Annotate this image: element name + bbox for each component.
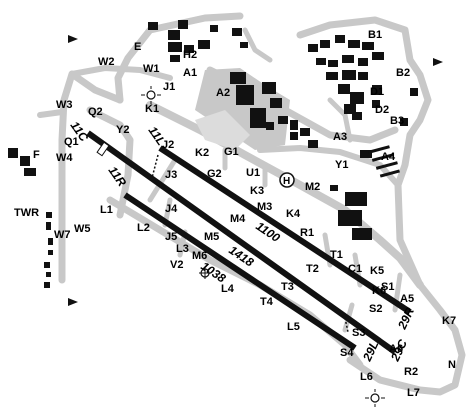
- taxiway-label: M4: [230, 213, 246, 225]
- apron-hatched-area: [195, 110, 250, 150]
- taxiway-label: T1: [330, 249, 343, 261]
- taxiway-label: A5: [400, 293, 414, 305]
- taxiway-label: A2: [216, 87, 230, 99]
- taxiway-label: L5: [287, 321, 300, 333]
- taxiway-label: K4: [286, 208, 301, 220]
- runway-11l-29r: [158, 145, 412, 315]
- taxiway-label: J1: [163, 81, 175, 93]
- taxiway-label: F: [33, 149, 40, 161]
- buildings: [8, 20, 418, 288]
- taxiway-label: L3: [176, 243, 189, 255]
- taxiway-label: L1: [100, 204, 113, 216]
- taxiway-label: W7: [54, 229, 71, 241]
- taxiway-label: A6: [389, 343, 403, 355]
- taxiway-label: B3: [390, 115, 404, 127]
- taxiway-label: D2: [375, 104, 389, 116]
- taxiway-label: S1: [381, 281, 394, 293]
- svg-text:H: H: [283, 176, 290, 187]
- taxiway-label: L4: [221, 283, 235, 295]
- taxiway-label: J2: [162, 139, 174, 151]
- taxiway-label: G1: [224, 146, 239, 158]
- taxiway-label: T4: [260, 296, 274, 308]
- taxiway-label: K7: [442, 315, 456, 327]
- flag-icon-northeast: [433, 58, 443, 66]
- taxiway-label: A3: [333, 131, 347, 143]
- taxiway-label: A1: [183, 67, 197, 79]
- taxiway-label: K6: [372, 285, 386, 297]
- taxiway-label: A4: [381, 151, 396, 163]
- taxiway-label: J3: [165, 169, 177, 181]
- helipad-icon: H: [279, 172, 295, 188]
- taxiway-label: K3: [250, 185, 264, 197]
- taxiway-label: H2: [183, 49, 197, 61]
- taxiway-label: R2: [404, 366, 418, 378]
- beacon-icon-south: [365, 389, 385, 407]
- taxiway-label: W5: [74, 223, 91, 235]
- tower-label: TWR: [14, 207, 39, 219]
- navaid-crosshair-icon: [199, 267, 211, 279]
- taxiway-label: M3: [257, 201, 272, 213]
- taxiway-label: W3: [56, 99, 73, 111]
- runway-11r-29l: [123, 192, 357, 351]
- taxiway-label: N: [448, 359, 456, 371]
- taxiway-label: S4: [340, 347, 354, 359]
- taxiway-label: T3: [281, 281, 294, 293]
- flag-icon-northwest: [68, 35, 78, 43]
- taxiway-label: Q1: [64, 136, 79, 148]
- runway-end-29r: 29R: [395, 305, 418, 332]
- taxiway-label: L2: [137, 222, 150, 234]
- beacon-icon-north: [141, 86, 161, 104]
- taxiway-label: V2: [170, 259, 183, 271]
- taxiway-label-x: Y1: [335, 159, 348, 171]
- taxiway-label: L6: [360, 371, 373, 383]
- taxiway-label: K5: [370, 265, 384, 277]
- taxiway-label: K2: [195, 147, 209, 159]
- taxiway-label: M5: [204, 231, 219, 243]
- taxiway-label: M6: [192, 250, 207, 262]
- taxiway-label: E: [134, 41, 141, 53]
- flag-icon-southwest: [68, 298, 78, 306]
- taxiway-label: S3: [352, 327, 365, 339]
- taxiway-label: J4: [165, 203, 178, 215]
- taxiway-label: R1: [300, 227, 314, 239]
- taxiway-label: B2: [396, 67, 410, 79]
- taxiway-label: C1: [348, 263, 362, 275]
- taxiway-label: K1: [145, 103, 159, 115]
- runways: [86, 130, 412, 355]
- taxiway-label: G2: [207, 168, 222, 180]
- taxiway-label: J5: [165, 231, 177, 243]
- taxiway-label: W4: [56, 152, 73, 164]
- taxiway-label: U1: [246, 167, 260, 179]
- taxiway-label: L7: [407, 387, 420, 399]
- taxiway-label: W2: [98, 56, 115, 68]
- taxiway-label: S2: [369, 303, 382, 315]
- taxiway-label: W1: [143, 63, 160, 75]
- taxiway-label: Q2: [88, 106, 103, 118]
- taxiway-label: M2: [305, 181, 320, 193]
- taxiway-label: Y2: [116, 124, 129, 136]
- taxiway-label: T2: [306, 263, 319, 275]
- runway-11c-29c: [86, 130, 397, 355]
- taxiway-label: D1: [370, 86, 384, 98]
- taxiway-labels: A1 A2 A3 A4 A5 A6 B1 B2 B3 C1 D1 D2 E F …: [33, 29, 456, 399]
- taxiway-label: B1: [368, 29, 382, 41]
